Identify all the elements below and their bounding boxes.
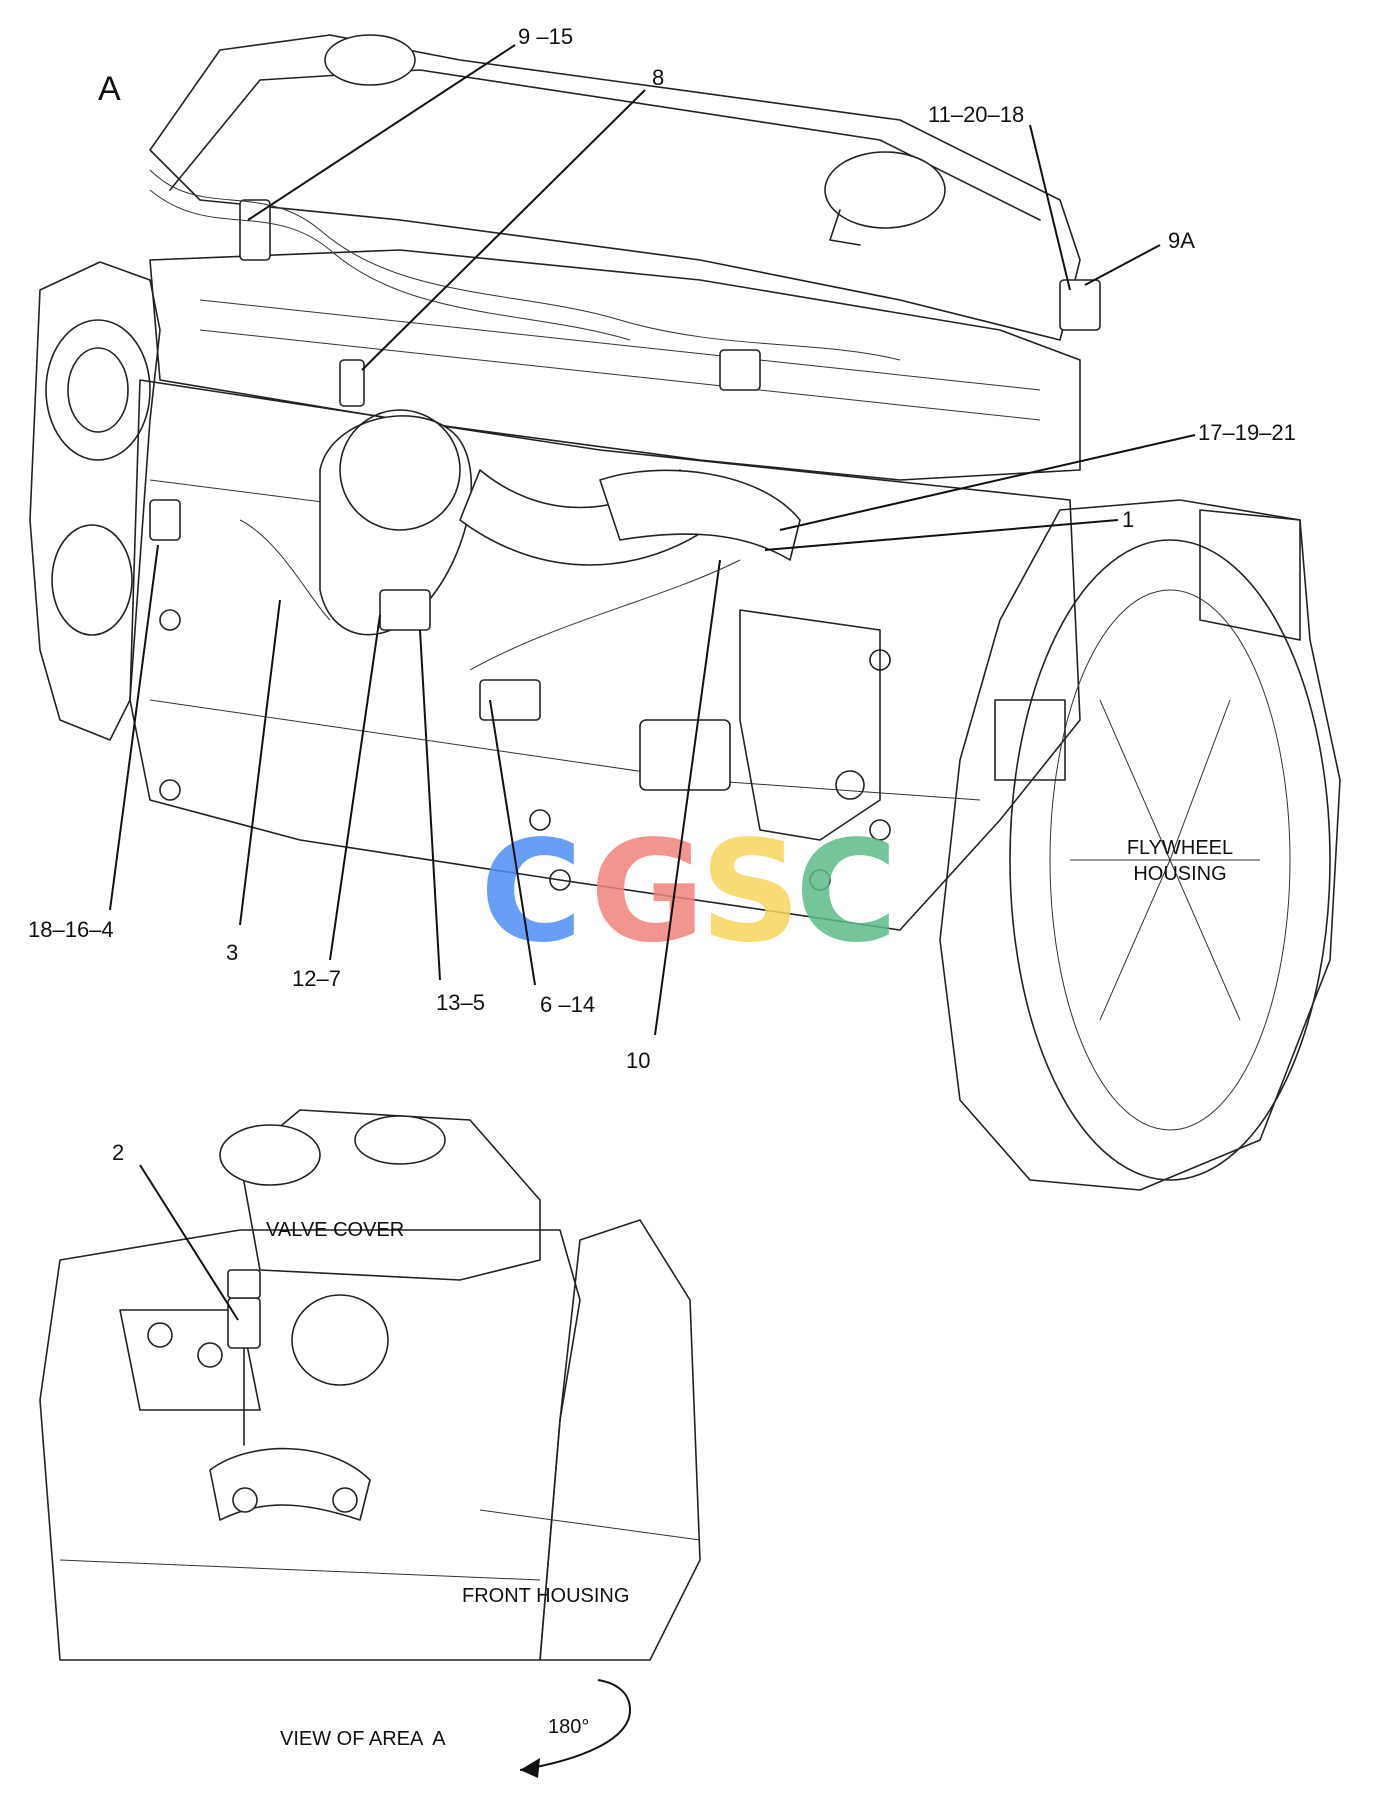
area-a-detail-drawing xyxy=(39,1109,701,1661)
watermark-letter: C xyxy=(480,811,583,974)
callout-17-19-21: 17–19–21 xyxy=(1198,420,1296,445)
engine-drawing xyxy=(29,34,1341,1191)
callout-12-7: 12–7 xyxy=(292,966,341,991)
callout-13-5: 13–5 xyxy=(436,990,485,1015)
rotation-arrow-icon xyxy=(519,1679,632,1771)
component-labels: FLYWHEEL HOUSING VALVE COVER FRONT HOUSI… xyxy=(266,837,1233,1607)
flywheel-housing-label: FLYWHEEL xyxy=(1127,837,1233,859)
callout-1: 1 xyxy=(1122,507,1134,532)
callout-labels: A 9 –15 8 11–20–18 9A 17–19–21 1 18–16–4… xyxy=(28,24,1296,1165)
callout-18-16-4: 18–16–4 xyxy=(28,917,114,942)
watermark-letter: S xyxy=(700,811,801,974)
flywheel-housing-label: HOUSING xyxy=(1133,863,1226,885)
view-caption: VIEW OF AREA A 180° xyxy=(280,1679,632,1778)
rotation-degrees: 180° xyxy=(548,1716,589,1738)
valve-cover-label: VALVE COVER xyxy=(266,1219,404,1241)
watermark-letter: G xyxy=(590,811,705,974)
area-a-marker: A xyxy=(98,70,121,108)
callout-10: 10 xyxy=(626,1048,650,1073)
callout-8: 8 xyxy=(652,65,664,90)
callout-6-14: 6 –14 xyxy=(540,992,595,1017)
front-housing-label: FRONT HOUSING xyxy=(462,1585,629,1607)
callout-3: 3 xyxy=(226,940,238,965)
watermark-letter: C xyxy=(795,811,898,974)
callout-9a: 9A xyxy=(1168,228,1195,253)
rotation-arrow-head-icon xyxy=(520,1758,540,1778)
leader-lines xyxy=(109,44,1196,1321)
view-of-area-a-caption: VIEW OF AREA A xyxy=(280,1728,446,1750)
callout-11-20-18: 11–20–18 xyxy=(928,102,1024,127)
callout-9-15: 9 –15 xyxy=(518,24,573,49)
callout-2: 2 xyxy=(112,1140,124,1165)
watermark: C G S C xyxy=(480,811,898,974)
